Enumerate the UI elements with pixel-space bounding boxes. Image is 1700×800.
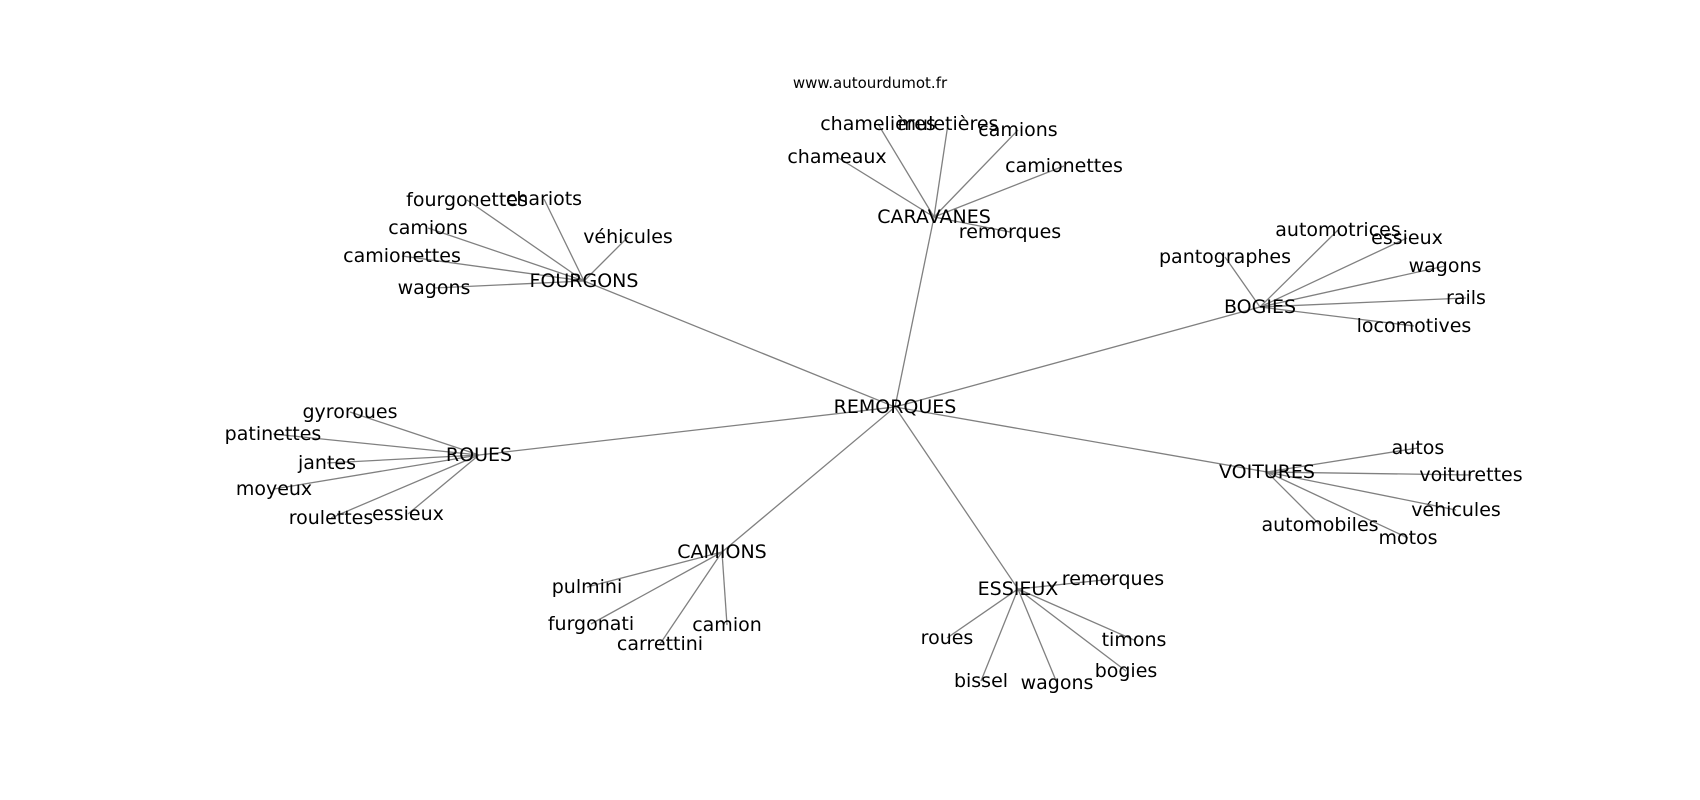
edge-center-caravanes — [894, 216, 935, 408]
leaf-node-roues-essieux: essieux — [372, 503, 444, 525]
edge-voitures-autos — [1266, 447, 1419, 473]
leaf-node-bogies-automotrices: automotrices — [1275, 219, 1400, 241]
edge-voitures-voiturettes — [1266, 471, 1472, 476]
edge-roues-gyroroues — [349, 411, 480, 456]
edge-camions-camion — [721, 551, 728, 626]
edge-bogies-pantographes — [1224, 256, 1261, 308]
edge-caravanes-muletieres — [933, 123, 949, 218]
leaf-node-bogies-pantographes: pantographes — [1159, 246, 1291, 268]
leaf-node-roues-roulettes: roulettes — [289, 507, 374, 529]
hub-node-camions: CAMIONS — [677, 541, 767, 563]
edge-essieux-wagons — [1017, 588, 1058, 684]
edge-essieux-bissel — [980, 588, 1019, 682]
edge-fourgons-vehicules — [583, 236, 629, 282]
graph-edges — [272, 123, 1472, 684]
edge-bogies-locomotives — [1259, 306, 1415, 327]
leaf-node-caravanes-muletieres: muletières — [898, 113, 999, 135]
leaf-node-essieux-remorques: remorques — [1062, 568, 1164, 590]
edge-bogies-rails — [1259, 297, 1467, 308]
leaf-node-fourgons-camions: camions — [388, 217, 467, 239]
edge-roues-essieux — [407, 454, 480, 515]
leaf-node-camions-furgonati: furgonati — [548, 613, 634, 635]
edge-roues-roulettes — [330, 454, 480, 519]
hub-node-roues: ROUES — [446, 444, 512, 466]
leaf-node-voitures-autos: autos — [1392, 437, 1445, 459]
edge-caravanes-remorques — [933, 216, 1011, 233]
leaf-node-fourgons-camionettes: camionettes — [343, 245, 461, 267]
edge-fourgons-fourgonettes — [466, 199, 585, 282]
hub-node-fourgons: FOURGONS — [530, 270, 639, 292]
leaf-node-voitures-motos: motos — [1378, 527, 1437, 549]
leaf-node-voitures-voiturettes: voiturettes — [1419, 464, 1522, 486]
edge-essieux-roues — [946, 588, 1019, 639]
leaf-node-camions-pulmini: pulmini — [552, 576, 623, 598]
leaf-node-essieux-wagons: wagons — [1021, 672, 1094, 694]
edge-fourgons-wagons — [433, 280, 585, 289]
edge-essieux-timons — [1017, 588, 1135, 641]
leaf-node-bogies-rails: rails — [1446, 287, 1486, 309]
edge-voitures-vehicules — [1266, 471, 1457, 511]
edge-center-essieux — [894, 406, 1019, 590]
edge-roues-jantes — [326, 454, 480, 464]
edge-center-roues — [478, 406, 896, 456]
edge-voitures-motos — [1266, 471, 1409, 539]
leaf-node-voitures-vehicules: véhicules — [1411, 499, 1501, 521]
hub-node-caravanes: CARAVANES — [877, 206, 991, 228]
edge-voitures-automobiles — [1266, 471, 1321, 526]
edge-center-camions — [721, 406, 896, 553]
leaf-node-caravanes-camions: camions — [978, 119, 1057, 141]
edge-bogies-wagons — [1259, 265, 1446, 308]
leaf-node-roues-jantes: jantes — [297, 452, 356, 474]
leaf-node-essieux-timons: timons — [1102, 629, 1167, 651]
leaf-node-roues-patinettes: patinettes — [225, 423, 322, 445]
edge-camions-carrettini — [659, 551, 723, 645]
edge-caravanes-chameaux — [836, 156, 935, 218]
edge-fourgons-camions — [427, 227, 585, 282]
hub-node-essieux: ESSIEUX — [978, 578, 1059, 600]
edge-caravanes-camions — [933, 129, 1019, 218]
leaf-node-bogies-essieux: essieux — [1371, 227, 1443, 249]
hub-node-voitures: VOITURES — [1219, 461, 1315, 483]
leaf-node-bogies-locomotives: locomotives — [1357, 315, 1472, 337]
edge-camions-furgonati — [590, 551, 723, 625]
leaf-node-caravanes-chameaux: chameaux — [787, 146, 886, 168]
leaf-node-fourgons-fourgonettes: fourgonettes — [406, 189, 528, 211]
edge-center-voitures — [894, 406, 1268, 473]
edge-fourgons-chariots — [543, 198, 585, 282]
edge-center-bogies — [894, 306, 1261, 408]
leaf-node-caravanes-chamelieres: chamelières — [820, 113, 936, 135]
leaf-node-caravanes-remorques: remorques — [959, 221, 1061, 243]
hub-node-bogies: BOGIES — [1224, 296, 1296, 318]
leaf-node-essieux-bissel: bissel — [954, 670, 1008, 692]
edge-roues-patinettes — [272, 433, 480, 456]
leaf-node-fourgons-vehicules: véhicules — [583, 226, 673, 248]
graph-labels: REMORQUESCARAVANESchamelièresmuletièresc… — [225, 113, 1523, 694]
leaf-node-camions-carrettini: carrettini — [617, 633, 703, 655]
leaf-node-caravanes-camionettes: camionettes — [1005, 155, 1123, 177]
edge-fourgons-camionettes — [401, 255, 585, 282]
edge-essieux-remorques — [1017, 578, 1114, 590]
leaf-node-voitures-automobiles: automobiles — [1261, 514, 1378, 536]
edge-roues-moyeux — [273, 454, 480, 490]
edge-bogies-automotrices — [1259, 229, 1339, 308]
leaf-node-roues-gyroroues: gyroroues — [303, 401, 398, 423]
leaf-node-camions-camion: camion — [692, 614, 762, 636]
leaf-node-bogies-wagons: wagons — [1409, 255, 1482, 277]
center-node-remorques: REMORQUES — [834, 396, 957, 418]
source-watermark: www.autourdumot.fr — [793, 74, 948, 92]
edge-bogies-essieux — [1259, 237, 1408, 308]
edge-caravanes-camionettes — [933, 165, 1065, 218]
edge-camions-pulmini — [586, 551, 723, 588]
leaf-node-essieux-bogies: bogies — [1095, 660, 1158, 682]
leaf-node-fourgons-chariots: chariots — [506, 188, 582, 210]
edge-caravanes-chamelieres — [877, 123, 935, 218]
edge-essieux-bogies — [1017, 588, 1127, 672]
leaf-node-essieux-roues: roues — [921, 627, 974, 649]
leaf-node-roues-moyeux: moyeux — [236, 478, 312, 500]
edge-center-fourgons — [583, 280, 896, 408]
leaf-node-fourgons-wagons: wagons — [398, 277, 471, 299]
